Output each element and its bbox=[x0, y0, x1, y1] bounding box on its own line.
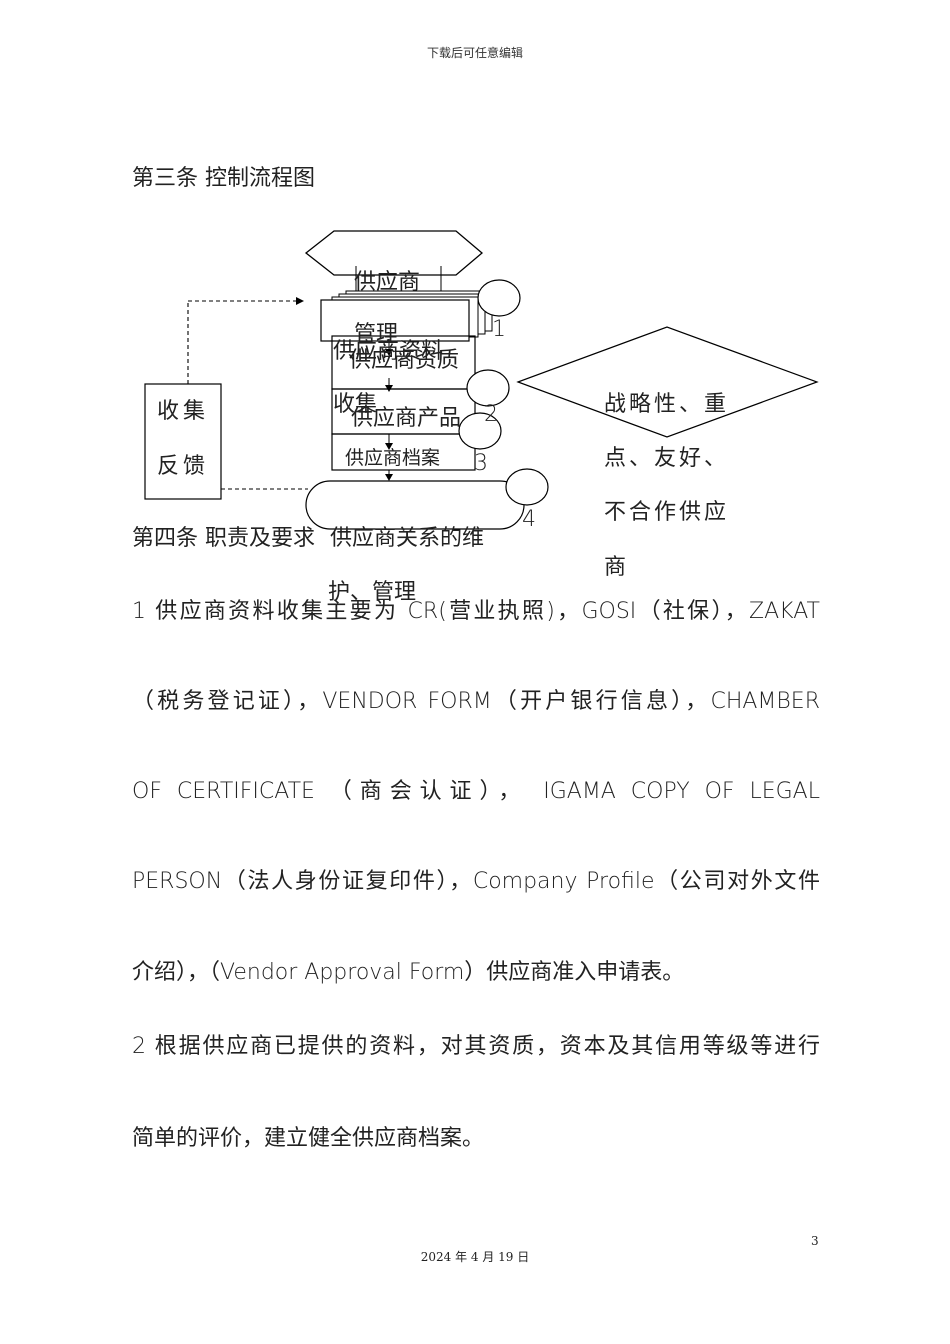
section-4-title: 第四条 职责及要求 bbox=[132, 526, 315, 551]
flow-number-3: 3 bbox=[474, 451, 488, 476]
flow-diamond-text-4: 商 bbox=[604, 555, 627, 580]
flow-feedback-box bbox=[144, 383, 222, 500]
paragraph-1-line-2: （税务登记证），VENDOR FORM（开户银行信息），CHAMBER bbox=[132, 689, 820, 714]
control-flowchart bbox=[144, 230, 819, 530]
flow-number-1: 1 bbox=[492, 317, 506, 342]
flow-document-shape bbox=[320, 299, 470, 342]
flow-label-management: 管理 bbox=[354, 322, 399, 347]
paragraph-2-line-1: 2 根据供应商已提供的资料，对其资质，资本及其信用等级等进行 bbox=[132, 1034, 820, 1059]
page-header-note: 下载后可任意编辑 bbox=[426, 46, 523, 60]
flow-label-supplier: 供应商 bbox=[354, 270, 421, 295]
flow-label-archive: 供应商档案 bbox=[345, 447, 441, 469]
page-number: 3 bbox=[811, 1234, 819, 1248]
paragraph-2-line-2: 简单的评价，建立健全供应商档案。 bbox=[132, 1126, 485, 1151]
flow-arrowhead bbox=[385, 443, 393, 450]
flow-arrowhead bbox=[385, 474, 393, 481]
flow-label-collect: 收集 bbox=[333, 392, 378, 417]
flow-box-archive bbox=[331, 433, 476, 471]
footer-date: 2024 年 4 月 19 日 bbox=[420, 1250, 530, 1264]
flow-arrowhead bbox=[296, 297, 304, 305]
flow-diamond-text-2: 点、友好、 bbox=[604, 446, 730, 471]
flow-label-product: 供应商产品 bbox=[351, 406, 462, 431]
flow-circle-2 bbox=[466, 369, 510, 407]
section-3-title: 第三条 控制流程图 bbox=[132, 166, 315, 191]
flow-diamond-text-1: 战略性、重 bbox=[604, 392, 730, 417]
flow-diamond-text-3: 不合作供应 bbox=[604, 500, 730, 525]
flow-arrowhead bbox=[385, 385, 393, 392]
flow-circle-4 bbox=[505, 468, 549, 506]
flow-circle-3 bbox=[458, 412, 502, 450]
flow-terminator-text-2: 护、管理 bbox=[328, 580, 417, 605]
flow-arrowhead bbox=[385, 349, 393, 356]
paragraph-1-line-4: PERSON（法人身份证复印件），Company Profile（公司对外文件 bbox=[132, 869, 820, 894]
flow-diamond bbox=[516, 326, 819, 438]
flow-label-qualification: 供应商资质 bbox=[349, 348, 460, 373]
paragraph-1-line-5: 介绍），（Vendor Approval Form）供应商准入申请表。 bbox=[132, 960, 685, 985]
flow-label-feedback-1: 收集 bbox=[157, 399, 210, 424]
flow-terminator-text-1: 供应商关系的维 bbox=[330, 526, 485, 551]
flow-circle-1 bbox=[477, 279, 521, 317]
flow-label-feedback-2: 反馈 bbox=[157, 454, 210, 479]
flow-number-4: 4 bbox=[522, 507, 536, 532]
flow-label-info: 供应商资料 bbox=[333, 339, 444, 364]
paragraph-1-line-3: OF CERTIFICATE （商会认证）， IGAMA COPY OF LEG… bbox=[132, 779, 820, 804]
flow-hexagon bbox=[304, 230, 484, 276]
paragraph-1-line-1: 1 供应商资料收集主要为 CR(营业执照)，GOSI（社保），ZAKAT bbox=[132, 599, 820, 624]
flow-number-2: 2 bbox=[484, 402, 498, 427]
